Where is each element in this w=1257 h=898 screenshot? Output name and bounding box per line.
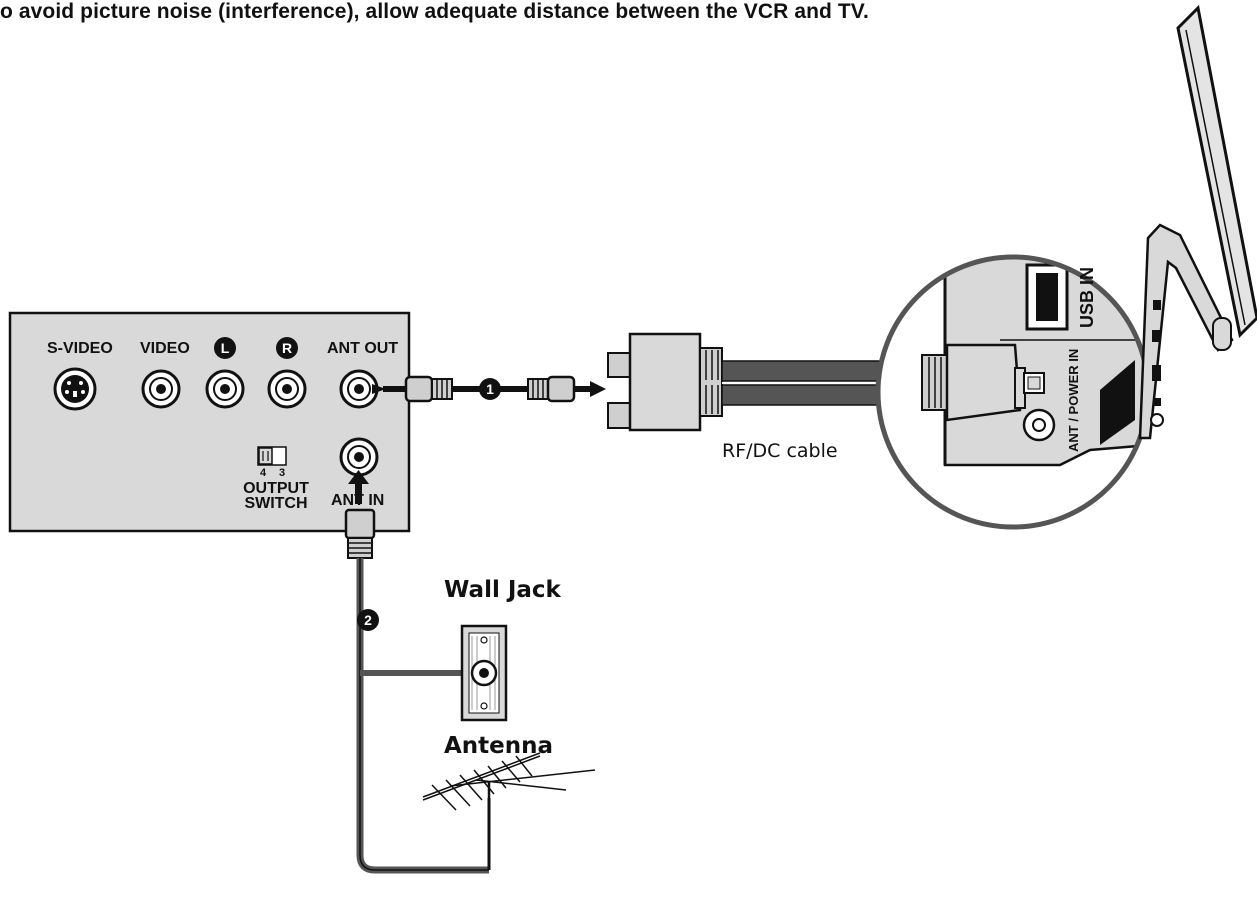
step-1-coax-cable: [372, 375, 606, 403]
step-2-badge: 2: [357, 609, 379, 631]
audio-right-badge: R: [276, 337, 298, 359]
tv-side-view: [1138, 4, 1257, 440]
ant-in-jack[interactable]: [339, 437, 379, 477]
ant-power-in-label: ANT / POWER IN: [1066, 348, 1081, 452]
audio-right-jack[interactable]: [267, 369, 307, 409]
output-switch[interactable]: [257, 446, 287, 466]
audio-left-badge: L: [214, 337, 236, 359]
caption-text: o avoid picture noise (interference), al…: [0, 0, 869, 23]
video-label: VIDEO: [140, 340, 190, 357]
antenna-label: Antenna: [444, 733, 554, 759]
vcr-back-panel: [8, 311, 411, 533]
video-jack[interactable]: [141, 369, 181, 409]
audio-left-jack[interactable]: [205, 369, 245, 409]
switch-position-4: 4: [260, 467, 267, 479]
rf-dc-cable-connector-left: [607, 332, 723, 432]
output-switch-label-line1: OUTPUT: [243, 480, 309, 497]
usb-in-label: USB IN: [1077, 266, 1097, 328]
ant-in-arrow: [348, 470, 369, 504]
ant-power-port[interactable]: [1022, 408, 1056, 442]
rf-dc-cable-label: RF/DC cable: [722, 440, 838, 462]
switch-position-3: 3: [279, 467, 286, 479]
svideo-jack[interactable]: [53, 367, 97, 411]
ant-out-label: ANT OUT: [327, 340, 399, 357]
svideo-label: S-VIDEO: [47, 340, 113, 357]
antenna: [422, 752, 596, 870]
wall-jack[interactable]: [460, 624, 508, 722]
output-switch-label-line2: SWITCH: [244, 495, 308, 512]
tv-side-panel-magnified: [875, 254, 1151, 530]
rf-dc-cable: [721, 360, 923, 406]
ant-in-label: ANT IN: [331, 492, 385, 509]
ant-out-jack[interactable]: [339, 369, 379, 409]
output-switch-label: OUTPUT SWITCH: [243, 480, 309, 512]
step-1-badge: 1: [479, 378, 501, 400]
wall-jack-label: Wall Jack: [444, 577, 561, 603]
